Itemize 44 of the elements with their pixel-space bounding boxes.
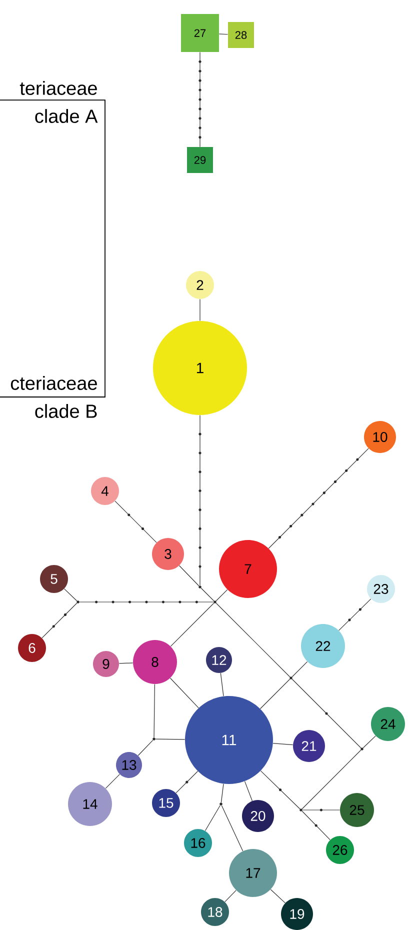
network-line	[198, 52, 202, 148]
network-line	[114, 500, 157, 543]
clade-label: cteriaceae	[10, 376, 97, 390]
network-line	[176, 770, 198, 794]
network-line	[302, 808, 340, 812]
network-line	[302, 750, 362, 810]
network-line	[260, 678, 290, 710]
network-line	[244, 781, 253, 802]
network-line	[198, 414, 202, 586]
network-line	[268, 448, 369, 549]
network-line	[224, 890, 236, 902]
network-line	[220, 672, 224, 696]
network-line	[272, 743, 294, 746]
network-line	[154, 684, 156, 738]
network-line	[218, 34, 228, 35]
haplotype-square: 28	[228, 22, 254, 48]
network-line	[220, 784, 224, 803]
network-line	[64, 588, 78, 602]
network-line	[362, 736, 376, 748]
network-line	[292, 661, 308, 678]
network-line	[118, 662, 134, 664]
network-line	[338, 598, 372, 631]
network-line	[155, 738, 186, 740]
network-line	[79, 600, 214, 604]
network-line	[170, 678, 199, 708]
network-line	[42, 602, 78, 638]
network-line	[270, 889, 286, 904]
haplotype-square: 29	[187, 147, 213, 174]
network-line	[178, 565, 200, 586]
network-line	[138, 740, 154, 756]
clade-label: clade B	[35, 404, 97, 418]
network-line	[204, 805, 220, 832]
network-line	[105, 774, 120, 789]
network-line	[260, 770, 300, 810]
network-line	[216, 589, 228, 602]
network-line	[170, 602, 214, 647]
network-line	[216, 602, 290, 678]
network-line	[221, 805, 244, 852]
network-line	[302, 810, 330, 840]
haplotype-square: 27	[181, 14, 219, 52]
network-line	[200, 588, 214, 602]
network-line	[292, 678, 362, 748]
clade-label: clade A	[35, 109, 98, 123]
clade-label: teriaceae	[20, 81, 97, 95]
